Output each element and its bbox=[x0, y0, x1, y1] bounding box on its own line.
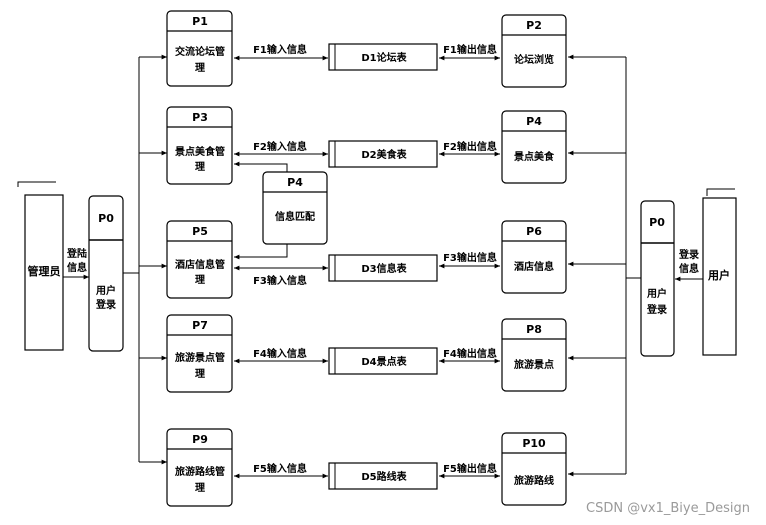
store-d3-label: D3信息表 bbox=[361, 262, 407, 275]
store-d2-label: D2美食表 bbox=[361, 148, 407, 161]
process-p4-food-id: P4 bbox=[526, 115, 542, 128]
process-p5-id: P5 bbox=[192, 225, 208, 238]
store-d1-label: D1论坛表 bbox=[361, 51, 407, 64]
process-p9-line1: 旅游路线管 bbox=[175, 465, 225, 478]
process-p1-id: P1 bbox=[192, 15, 208, 28]
store-d3 bbox=[328, 254, 438, 282]
user-flow-line2: 信息 bbox=[679, 262, 699, 275]
process-p5-line2: 理 bbox=[195, 274, 205, 286]
user-label: 用户 bbox=[708, 268, 730, 282]
process-p7-line1: 旅游景点管 bbox=[175, 351, 225, 364]
process-p10-id: P10 bbox=[522, 437, 546, 450]
right-login-line2: 登录 bbox=[646, 303, 667, 316]
row-3: P5 酒店信息管 理 F3输入信息 D3信息表 F3输出信息 P6 酒店信息 bbox=[139, 220, 626, 299]
row1-out-flow: F1输出信息 bbox=[443, 43, 497, 56]
process-p7-line2: 理 bbox=[195, 368, 205, 380]
match-to-p3-arrow bbox=[234, 161, 288, 172]
row5-in-flow: F5输入信息 bbox=[253, 462, 307, 475]
left-login-line1: 用户 bbox=[95, 284, 116, 297]
process-p3-id: P3 bbox=[192, 111, 208, 124]
match-process: P4 信息匹配 bbox=[234, 161, 328, 260]
process-p7 bbox=[166, 314, 233, 393]
process-p1-line1: 交流论坛管 bbox=[175, 45, 225, 58]
row-4: P7 旅游景点管 理 F4输入信息 D4景点表 F4输出信息 P8 旅游景点 bbox=[139, 314, 626, 393]
process-p3-line1: 景点美食管 bbox=[175, 145, 225, 158]
right-login-process: P0 用户 登录 bbox=[640, 200, 675, 357]
process-p6 bbox=[501, 220, 567, 294]
process-p1-line2: 理 bbox=[195, 62, 205, 74]
process-p9 bbox=[166, 428, 233, 507]
process-p7-id: P7 bbox=[192, 319, 208, 332]
process-p5 bbox=[166, 220, 233, 299]
process-p4-food-line1: 景点美食 bbox=[514, 150, 555, 163]
match-process-label: 信息匹配 bbox=[275, 210, 315, 223]
store-d1 bbox=[328, 43, 438, 71]
row2-in-flow: F2输入信息 bbox=[253, 140, 307, 153]
row4-out-flow: F4输出信息 bbox=[443, 347, 497, 360]
row-5: P9 旅游路线管 理 F5输入信息 D5路线表 F5输出信息 P10 旅游路线 bbox=[139, 428, 626, 507]
process-p2-line1: 论坛浏览 bbox=[514, 53, 554, 66]
process-p2-id: P2 bbox=[526, 19, 542, 32]
left-login-process: P0 用户 登录 bbox=[88, 195, 124, 352]
row5-out-flow: F5输出信息 bbox=[443, 462, 497, 475]
store-d4 bbox=[328, 347, 438, 375]
admin-flow-line2: 信息 bbox=[67, 261, 87, 274]
process-p1 bbox=[166, 10, 233, 87]
process-p3 bbox=[166, 106, 233, 185]
store-d5 bbox=[328, 462, 438, 490]
row3-out-flow: F3输出信息 bbox=[443, 251, 497, 264]
process-p4-food bbox=[501, 110, 567, 184]
user-flow-line1: 登录 bbox=[678, 248, 699, 261]
watermark: CSDN @vx1_Biye_Design bbox=[586, 501, 750, 516]
user-entity: 用户 bbox=[702, 188, 737, 356]
left-login-line2: 登录 bbox=[95, 298, 116, 311]
match-to-p5-arrow bbox=[234, 244, 288, 260]
row-2: P3 景点美食管 理 F2输入信息 D2美食表 F2输出信息 P4 景点美食 bbox=[139, 106, 626, 185]
store-d5-label: D5路线表 bbox=[361, 470, 407, 483]
admin-entity: 管理员 bbox=[17, 181, 64, 351]
process-p5-line1: 酒店信息管 bbox=[175, 258, 225, 271]
process-p6-line1: 酒店信息 bbox=[514, 260, 554, 273]
admin-label: 管理员 bbox=[28, 264, 61, 278]
process-p9-id: P9 bbox=[192, 433, 208, 446]
store-d2 bbox=[328, 140, 438, 168]
admin-flow-line1: 登陆 bbox=[66, 247, 87, 260]
process-p10 bbox=[501, 432, 567, 506]
process-p8-line1: 旅游景点 bbox=[514, 358, 554, 371]
row4-in-flow: F4输入信息 bbox=[253, 347, 307, 360]
process-p3-line2: 理 bbox=[195, 161, 205, 173]
row1-in-flow: F1输入信息 bbox=[253, 43, 307, 56]
process-p2 bbox=[501, 14, 567, 88]
left-login-id: P0 bbox=[98, 212, 114, 225]
match-process-id: P4 bbox=[287, 176, 303, 189]
process-p10-line1: 旅游路线 bbox=[514, 474, 554, 487]
store-d4-label: D4景点表 bbox=[361, 355, 407, 368]
right-login-line1: 用户 bbox=[646, 287, 667, 300]
process-p9-line2: 理 bbox=[195, 482, 205, 494]
right-login-id: P0 bbox=[649, 216, 665, 229]
row2-out-flow: F2输出信息 bbox=[443, 140, 497, 153]
row3-in-flow: F3输入信息 bbox=[253, 274, 307, 287]
process-p8-id: P8 bbox=[526, 323, 542, 336]
process-p8 bbox=[501, 318, 567, 392]
row-1: P1 交流论坛管 理 F1输入信息 D1论坛表 F1输出信息 P2 论坛浏览 bbox=[139, 10, 626, 88]
process-p6-id: P6 bbox=[526, 225, 542, 238]
